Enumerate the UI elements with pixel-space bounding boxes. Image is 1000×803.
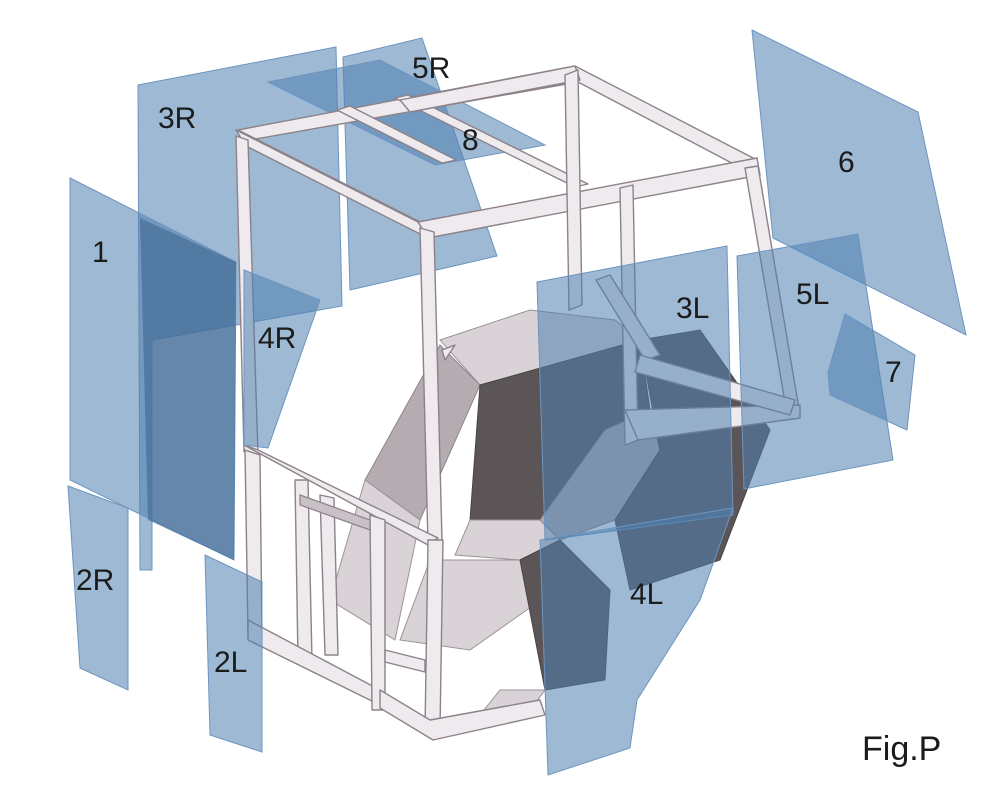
label-1: 1 <box>92 236 109 269</box>
label-2L: 2L <box>214 646 247 679</box>
label-5L: 5L <box>796 278 829 311</box>
glass-panel-1-overlap <box>140 218 236 560</box>
cab-frame <box>235 65 801 741</box>
label-7: 7 <box>885 356 902 389</box>
glass-panel-4R <box>243 269 321 449</box>
glass-panel-4L <box>539 507 734 776</box>
label-4R: 4R <box>258 322 296 355</box>
label-6: 6 <box>838 146 855 179</box>
label-3L: 3L <box>676 292 709 325</box>
glass-panel-5L <box>736 233 894 490</box>
label-2R: 2R <box>76 564 114 597</box>
figure-caption: Fig.P <box>862 730 941 768</box>
label-8: 8 <box>462 124 479 157</box>
glass-panel-3L <box>536 245 734 541</box>
glass-panel-7 <box>827 313 916 431</box>
label-3R: 3R <box>158 102 196 135</box>
glass-panel-6 <box>751 29 967 336</box>
label-5R: 5R <box>412 52 450 85</box>
label-4L: 4L <box>630 578 663 611</box>
glass-panel-2L <box>204 554 263 753</box>
glass-panel-2R <box>67 485 129 691</box>
